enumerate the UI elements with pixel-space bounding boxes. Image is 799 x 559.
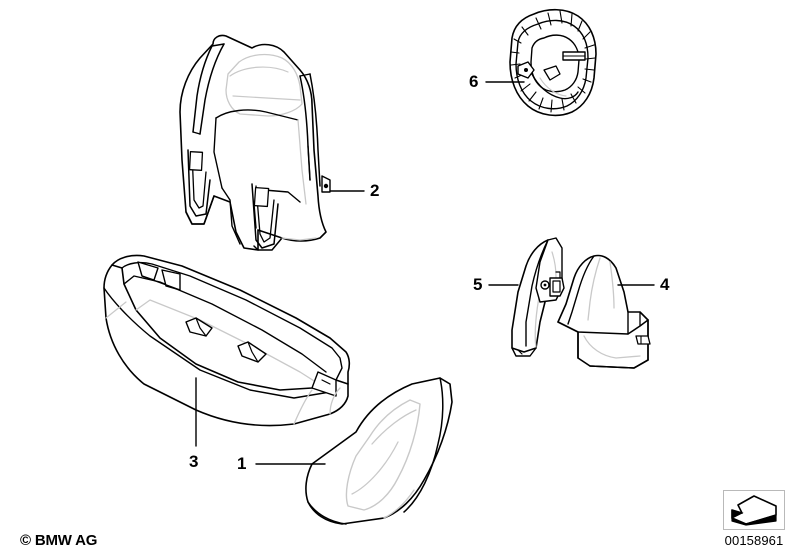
part-1-lower-trim-cover-panel — [305, 377, 453, 525]
part-6-trim-frame-ring — [509, 8, 597, 117]
part-5-narrow-side-trim-strip — [511, 237, 565, 357]
callout-leader-lines — [195, 81, 655, 465]
callout-label-4[interactable]: 4 — [660, 275, 670, 294]
figure-reference-number: 00158961 — [724, 533, 784, 548]
arrow-block-icon — [731, 495, 777, 526]
callout-label-2[interactable]: 2 — [370, 181, 380, 200]
part-3-long-trim-rail — [103, 254, 351, 427]
part-4-side-trim-cover-wedge — [557, 254, 651, 369]
figure-reference-box — [723, 490, 785, 530]
copyright-notice: © BMW AG — [20, 532, 98, 549]
callout-label-6[interactable]: 6 — [469, 72, 479, 91]
callout-label-1[interactable]: 1 — [237, 454, 247, 473]
callout-label-3[interactable]: 3 — [189, 452, 199, 471]
part-2-seat-backrest-trim-panel — [179, 34, 331, 251]
callout-label-5[interactable]: 5 — [473, 275, 483, 294]
